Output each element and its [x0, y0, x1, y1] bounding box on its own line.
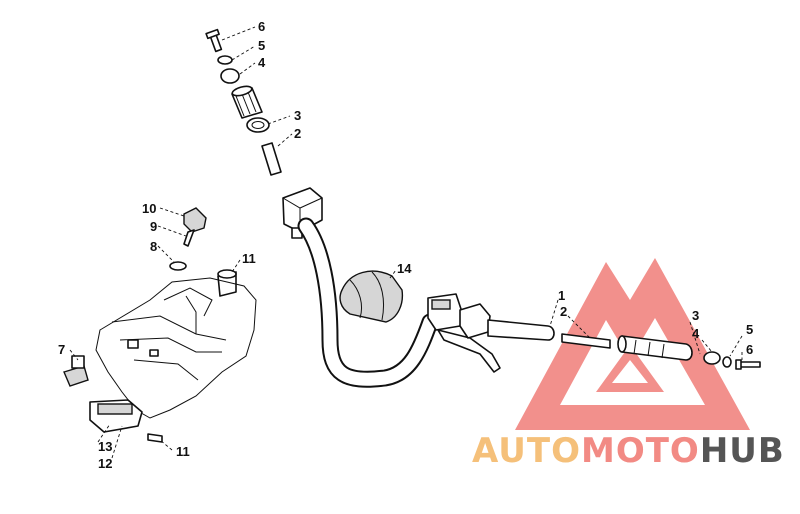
callout-right-2: 2: [560, 304, 567, 319]
right-weight-part: [722, 356, 732, 368]
callout-right-5: 5: [746, 322, 753, 337]
accessory-cap-part: [63, 355, 89, 387]
gauge-cluster-part: [89, 399, 143, 433]
callout-right-6: 6: [746, 342, 753, 357]
handlebar: [282, 187, 439, 388]
callout-top-5: 5: [258, 38, 265, 53]
left-grip-assembly: [205, 26, 293, 176]
callout-top-6: 6: [258, 19, 265, 34]
dash-panel-part: [95, 277, 257, 419]
callout-gauge-12: 12: [98, 456, 112, 471]
brake-lever-part: [437, 329, 501, 373]
right-grip-parts: [549, 299, 761, 370]
callout-right-3: 3: [692, 308, 699, 323]
callout-top-2: 2: [294, 126, 301, 141]
screw-part: [205, 28, 223, 53]
right-ring-part: [703, 351, 721, 365]
ignition-key-part: [183, 207, 207, 247]
callouts: 6 5 4 3 2 10 9 8 11 7 13 12 11 14 1 2 3 …: [58, 19, 753, 471]
washer-part: [217, 55, 233, 65]
callout-socket-11a: 11: [242, 251, 256, 266]
grip-part: [231, 85, 263, 119]
handlebar-pad-part: [339, 269, 404, 323]
right-grip-sleeve-part: [617, 335, 693, 361]
dash-assembly: [63, 207, 257, 459]
callout-right-4: 4: [692, 326, 700, 341]
grip-tube-part: [261, 142, 282, 176]
callout-top-3: 3: [294, 108, 301, 123]
clip-part: [147, 433, 163, 443]
socket-part: [217, 269, 237, 297]
watermark-part2: MOTO: [581, 431, 700, 471]
callout-top-4: 4: [258, 55, 266, 70]
callout-pad-14: 14: [397, 261, 412, 276]
watermark-inner-triangle-icon: [596, 345, 664, 392]
callout-gauge-13: 13: [98, 439, 112, 454]
watermark-part1: AUTO: [472, 431, 581, 471]
callout-clip-11b: 11: [176, 444, 190, 459]
right-grip-part: [487, 319, 555, 341]
callout-cap-7: 7: [58, 342, 65, 357]
right-screw-part: [735, 359, 761, 370]
right-control-assembly: [427, 293, 555, 373]
watermark-wordmark: AUTOMOTOHUB: [472, 431, 785, 471]
bar-end-weight-part: [220, 68, 240, 84]
callout-ring-8: 8: [150, 239, 157, 254]
ignition-ring-part: [169, 261, 187, 271]
grip-ring-part: [246, 117, 270, 133]
callout-key-10: 10: [142, 201, 156, 216]
throttle-housing-part: [459, 303, 491, 339]
watermark-part3: HUB: [700, 431, 785, 471]
grip-tube-right-part: [561, 333, 611, 349]
callout-right-1: 1: [558, 288, 565, 303]
callout-key-9: 9: [150, 219, 157, 234]
